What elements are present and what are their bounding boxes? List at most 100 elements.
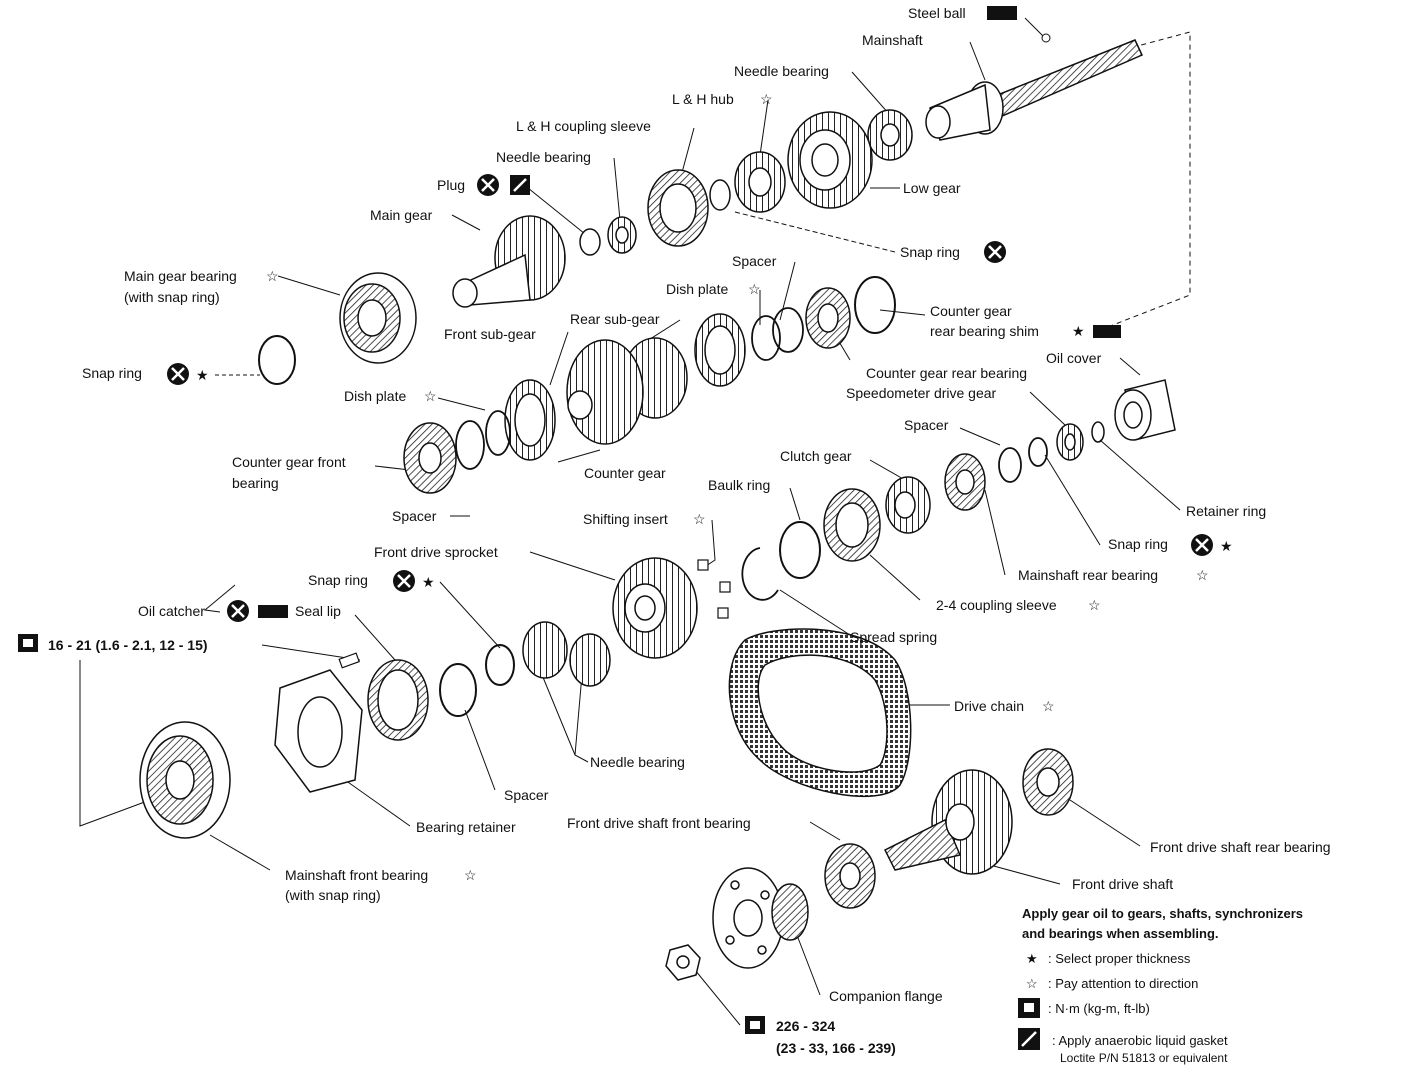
label-snap-ring-right: Snap ring [1108,536,1168,552]
legend-torque: : N·m (kg-m, ft-lb) [1048,1001,1150,1016]
spacer-top [772,307,804,353]
label-front-drive-sprocket: Front drive sprocket [374,544,498,560]
label-bearing-retainer: Bearing retainer [416,819,516,835]
snap-ring-right [1028,437,1048,467]
label-counter-gear-shim: Counter gear [930,303,1012,319]
oil-catcher [367,659,429,741]
steel-ball [1041,33,1051,43]
mainshaft-front-bearing [139,721,231,839]
do-not-reuse-icon [1191,534,1213,556]
select-star-icon: ★ [1072,323,1085,339]
note-apply-oil: Apply gear oil to gears, shafts, synchro… [1022,906,1303,921]
retainer-ring [1091,421,1105,443]
mainshaft-rear-bearing [944,453,986,511]
label-counter-gear-front-bearing: Counter gear front [232,454,346,470]
select-star-icon: ★ [196,367,209,383]
speedometer-drive-gear [1056,423,1084,461]
snap-ring-lower [485,644,515,686]
label-spread-spring: Spread spring [850,629,937,645]
torque-wrench-icon [745,1016,765,1034]
label-torque-top: 16 - 21 (1.6 - 2.1, 12 - 15) [48,637,208,653]
front-drive-shaft-front-bearing [824,843,876,909]
counter-gear-shim [854,276,896,334]
spacer-right [998,447,1022,483]
label-needle-bearing-low: Needle bearing [590,754,685,770]
oil-cover [1114,379,1176,441]
label-snap-ring-lower: Snap ring [308,572,368,588]
label-main-gear: Main gear [370,207,433,223]
drive-chain [728,628,912,798]
counter-gear-front-bearing [403,422,457,494]
dish-plate-left [485,410,511,456]
shifting-insert [697,559,731,619]
select-star-icon: ★ [422,574,435,590]
front-sub-gear [504,379,556,461]
label-counter-gear-rear-bearing: Counter gear rear bearing [866,365,1027,381]
label-torque-bottom-2: (23 - 33, 166 - 239) [776,1040,896,1056]
spacer-low [439,663,477,717]
legend-solid-star-icon: ★ [1026,951,1038,966]
legend-torque-icon [1018,998,1040,1018]
do-not-reuse-icon [477,174,499,196]
label-drive-chain: Drive chain [954,698,1024,714]
flange-nut [665,944,701,981]
spacer-left [455,420,485,470]
label-main-gear-bearing-note: (with snap ring) [124,289,220,305]
do-not-reuse-icon [167,363,189,385]
label-layer: Steel ball Mainshaft Needle bearing L & … [48,5,1331,1065]
lh-coupling-sleeve [647,169,709,247]
label-spacer-low: Spacer [504,787,549,803]
dish-plate-top [751,315,781,361]
front-drive-shaft [883,769,1013,875]
legend-select: : Select proper thickness [1048,951,1191,966]
label-baulk-ring: Baulk ring [708,477,770,493]
baulk-ring [779,521,821,579]
counter-gear-rear-bearing [805,287,851,349]
multi-purpose-grease-icon [258,605,288,618]
coupling-sleeve-24 [823,488,881,562]
lh-hub [734,151,786,213]
torque-wrench-icon [18,634,38,652]
label-mainshaft-front-bearing-note: (with snap ring) [285,887,381,903]
snap-ring-left [258,335,296,385]
legend-gasket-2: Loctite P/N 51813 or equivalent [1060,1051,1228,1065]
label-plug: Plug [437,177,465,193]
direction-star-icon: ☆ [1196,567,1209,583]
do-not-reuse-icons [167,174,1213,622]
legend-direction: : Pay attention to direction [1048,976,1198,991]
front-drive-shaft-rear-bearing [1022,748,1074,816]
label-spacer-top: Spacer [732,253,777,269]
label-snap-ring-left: Snap ring [82,365,142,381]
label-needle-bearing-top: Needle bearing [734,63,829,79]
label-steel-ball: Steel ball [908,5,966,21]
do-not-reuse-icon [227,600,249,622]
label-front-drive-shaft: Front drive shaft [1072,876,1173,892]
direction-star-icon: ☆ [424,388,437,404]
liquid-gasket-icon [510,175,530,195]
label-front-drive-shaft-rear-bearing: Front drive shaft rear bearing [1150,839,1331,855]
direction-star-icon: ☆ [266,268,279,284]
direction-star-icon: ☆ [464,867,477,883]
label-lh-coupling-sleeve: L & H coupling sleeve [516,118,651,134]
label-low-gear: Low gear [903,180,961,196]
mainshaft [925,39,1144,141]
needle-bearing-low [522,621,611,687]
needle-bearing-top [867,109,913,161]
snap-ring-top [709,179,731,211]
label-main-gear-bearing: Main gear bearing [124,268,237,284]
label-mainshaft-front-bearing: Mainshaft front bearing [285,867,428,883]
direction-star-icon: ☆ [1042,698,1055,714]
low-gear [787,111,873,209]
legend-gasket: : Apply anaerobic liquid gasket [1052,1033,1228,1048]
label-companion-flange: Companion flange [829,988,943,1004]
label-snap-ring-top: Snap ring [900,244,960,260]
bearing-retainer [274,669,363,793]
note-apply-oil-2: and bearings when assembling. [1022,926,1219,941]
label-retainer-ring: Retainer ring [1186,503,1266,519]
direction-star-icon: ☆ [1088,597,1101,613]
label-needle-bearing-mid: Needle bearing [496,149,591,165]
rear-sub-gear [694,313,746,387]
label-mainshaft-rear-bearing: Mainshaft rear bearing [1018,567,1158,583]
plug [579,228,601,256]
